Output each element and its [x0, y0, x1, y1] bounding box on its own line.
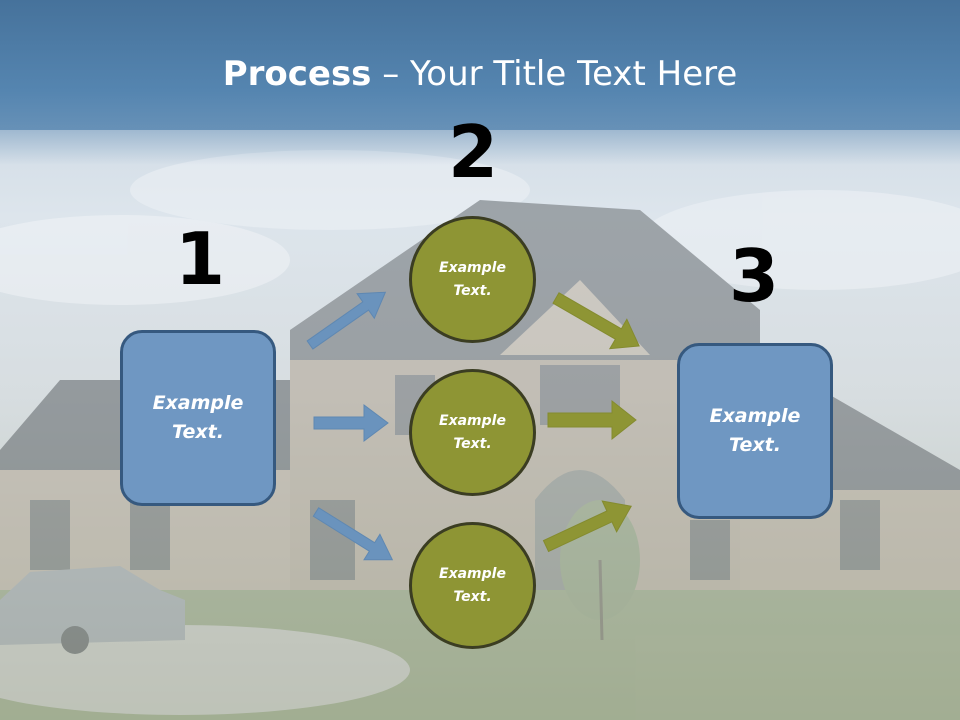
title-bold: Process: [222, 54, 372, 94]
title-bar: [0, 0, 960, 130]
step-1-box: Example Text.: [120, 330, 276, 506]
step-number-2: 2: [447, 110, 499, 194]
step-3-box: Example Text.: [677, 343, 833, 519]
step-number-3: 3: [728, 234, 780, 318]
circle-middle-text: Example Text.: [439, 412, 506, 452]
title-rest: – Your Title Text Here: [371, 54, 738, 94]
circle-bottom-text: Example Text.: [439, 565, 506, 605]
step-2-circle-bottom: Example Text.: [409, 522, 536, 649]
step-2-circle-middle: Example Text.: [409, 369, 536, 496]
step-1-text: Example Text.: [152, 392, 244, 443]
step-number-1: 1: [174, 217, 226, 301]
step-3-text: Example Text.: [709, 405, 801, 456]
title-bar-fade: [0, 125, 960, 165]
circle-top-text: Example Text.: [439, 259, 506, 299]
step-2-circle-top: Example Text.: [409, 216, 536, 343]
page-title: Process – Your Title Text Here: [0, 52, 960, 96]
